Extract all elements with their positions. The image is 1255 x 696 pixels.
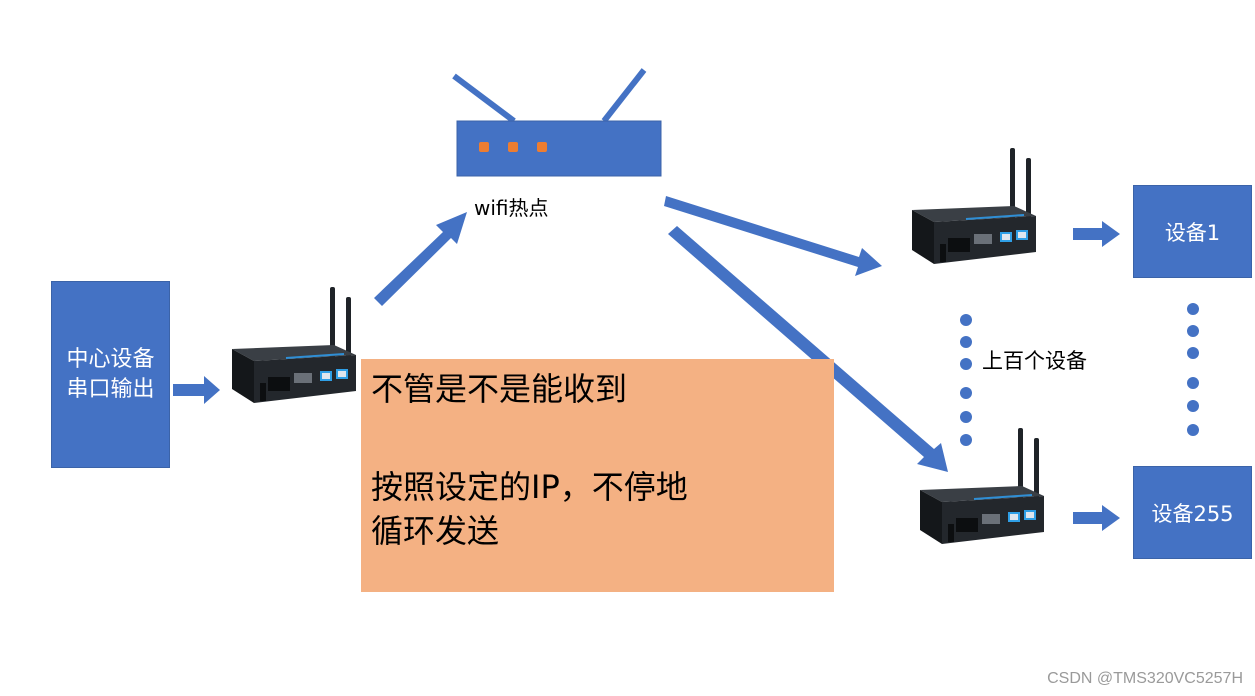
ellipsis-dots-middle	[960, 314, 972, 446]
note-spacer	[371, 411, 824, 455]
router-label: wifi热点	[474, 196, 549, 220]
arrow-center-to-gateway	[173, 376, 220, 404]
arrow-gateway-to-router	[374, 212, 467, 306]
device-1-box: 设备1	[1133, 185, 1252, 278]
center-device-line1: 中心设备	[66, 346, 155, 372]
arrow-router-to-device-1	[664, 196, 882, 276]
arrow-router-to-device-255	[668, 226, 948, 472]
hundreds-label: 上百个设备	[982, 349, 1087, 373]
note-line3: 循环发送	[371, 512, 500, 550]
center-device-line2: 串口输出	[66, 376, 155, 402]
device-1-label: 设备1	[1164, 220, 1221, 245]
note-line1: 不管是不是能收到	[371, 370, 628, 408]
wireless-gateway-icon	[231, 286, 357, 404]
note-spacer-small	[371, 455, 824, 465]
center-device-box: 中心设备 串口输出	[51, 281, 170, 468]
arrow-gateway-to-device-1	[1073, 221, 1120, 247]
arrow-gateway-to-device-255	[1073, 505, 1120, 531]
ellipsis-dots-right	[1187, 303, 1199, 436]
wifi-router-icon	[452, 68, 662, 177]
device-255-label: 设备255	[1151, 501, 1234, 526]
watermark: CSDN @TMS320VC5257H	[1047, 670, 1243, 687]
note-line2: 按照设定的IP，不停地	[371, 468, 688, 506]
device-255-box: 设备255	[1133, 466, 1252, 559]
note-box: 不管是不是能收到 按照设定的IP，不停地 循环发送	[361, 359, 834, 592]
wireless-gateway-icon	[911, 147, 1037, 265]
